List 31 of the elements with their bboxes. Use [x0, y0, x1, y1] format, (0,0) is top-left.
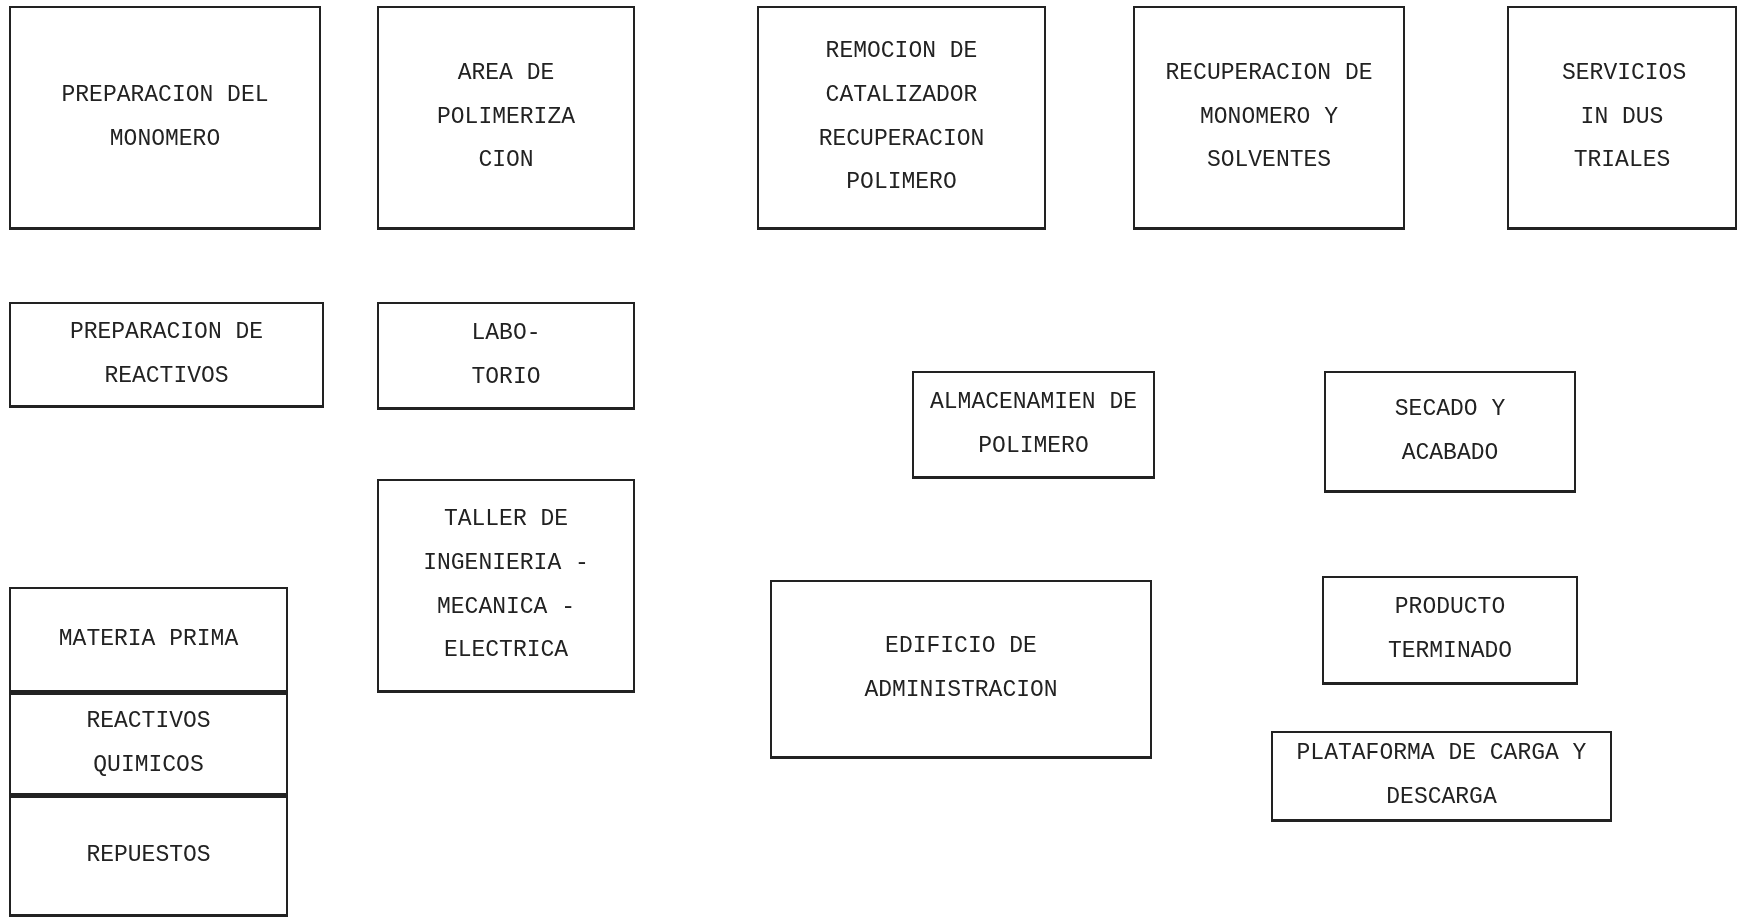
area-name: EDIFICIO DE ADMINISTRACION — [863, 632, 1059, 705]
area-name: PREPARACION DE REACTIVOS — [68, 317, 265, 391]
area-box — [1507, 6, 1737, 230]
area-name: SECADO Y ACABADO — [1393, 394, 1507, 468]
area-box — [1271, 731, 1612, 822]
area-name: PREPARACION DEL MONOMERO — [60, 80, 270, 154]
area-box — [377, 479, 635, 693]
area-name: ALMACENAMIEN DE POLIMERO — [928, 387, 1138, 461]
area-box — [377, 6, 635, 230]
area-name: REACTIVOS QUIMICOS — [85, 707, 212, 780]
area-box — [1324, 371, 1576, 493]
area-box — [757, 6, 1046, 230]
area-box — [9, 693, 288, 796]
area-name: REPUESTOS — [86, 841, 211, 871]
area-name: TALLER DE INGENIERIA - MECANICA - ELECTRICA — [422, 505, 590, 666]
area-name: REMOCION DE CATALIZADOR RECUPERACION POLIMERO — [817, 37, 986, 198]
area-name: LABO- TORIO — [470, 318, 542, 392]
area-box — [9, 302, 324, 408]
area-box — [1322, 576, 1578, 685]
area-box — [912, 371, 1155, 479]
area-box — [9, 796, 288, 917]
area-box — [770, 580, 1152, 759]
area-name: RECUPERACION DE MONOMERO Y SOLVENTES — [1164, 58, 1374, 176]
area-name: PLATAFORMA DE CARGA Y DESCARGA — [1295, 739, 1588, 812]
area-box — [9, 6, 321, 230]
area-name: PRODUCTO TERMINADO — [1386, 593, 1514, 666]
area-name: MATERIA PRIMA — [58, 624, 239, 654]
area-box — [1133, 6, 1405, 230]
area-box — [9, 587, 288, 693]
area-box — [377, 302, 635, 410]
area-name: AREA DE POLIMERIZA CION — [436, 58, 576, 176]
